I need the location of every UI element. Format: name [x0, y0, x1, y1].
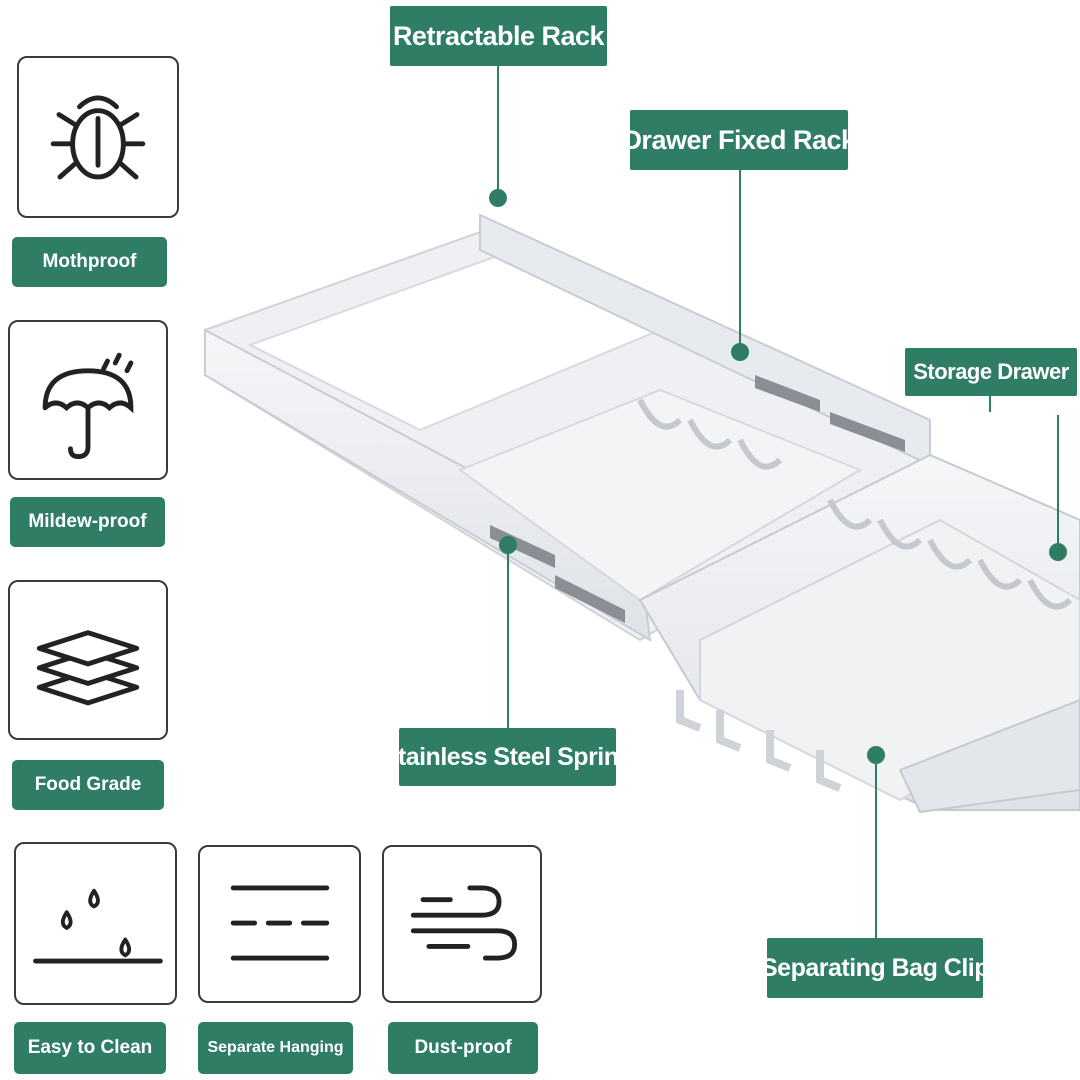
lines-icon [230, 885, 330, 961]
badge-mildew-proof: Mildew-proof [10, 497, 165, 547]
feature-box-food-grade [8, 580, 168, 740]
callout-stainless-steel-spring: Stainless Steel Spring [399, 728, 616, 786]
bug-icon [50, 95, 146, 180]
callout-retractable-rack: Retractable Rack [390, 6, 607, 66]
wind-icon [410, 885, 518, 961]
feature-box-mothproof [17, 56, 179, 218]
badge-food-grade: Food Grade [12, 760, 164, 810]
feature-box-easy-to-clean [14, 842, 177, 1005]
feature-box-mildew-proof [8, 320, 168, 480]
callout-drawer-fixed-rack: Drawer Fixed Rack [630, 110, 848, 170]
badge-separate-hanging: Separate Hanging [198, 1022, 353, 1074]
badge-easy-to-clean: Easy to Clean [14, 1022, 166, 1074]
badge-mothproof: Mothproof [12, 237, 167, 287]
feature-box-separate-hanging [198, 845, 361, 1003]
callout-separating-bag-clip: Separating Bag Clip [767, 938, 983, 998]
umbrella-rain-icon [42, 352, 134, 459]
badge-dust-proof: Dust-proof [388, 1022, 538, 1074]
feature-box-dust-proof [382, 845, 542, 1003]
water-drops-icon [33, 888, 163, 964]
layers-icon [36, 630, 140, 706]
callout-storage-drawer: Storage Drawer [905, 348, 1077, 396]
